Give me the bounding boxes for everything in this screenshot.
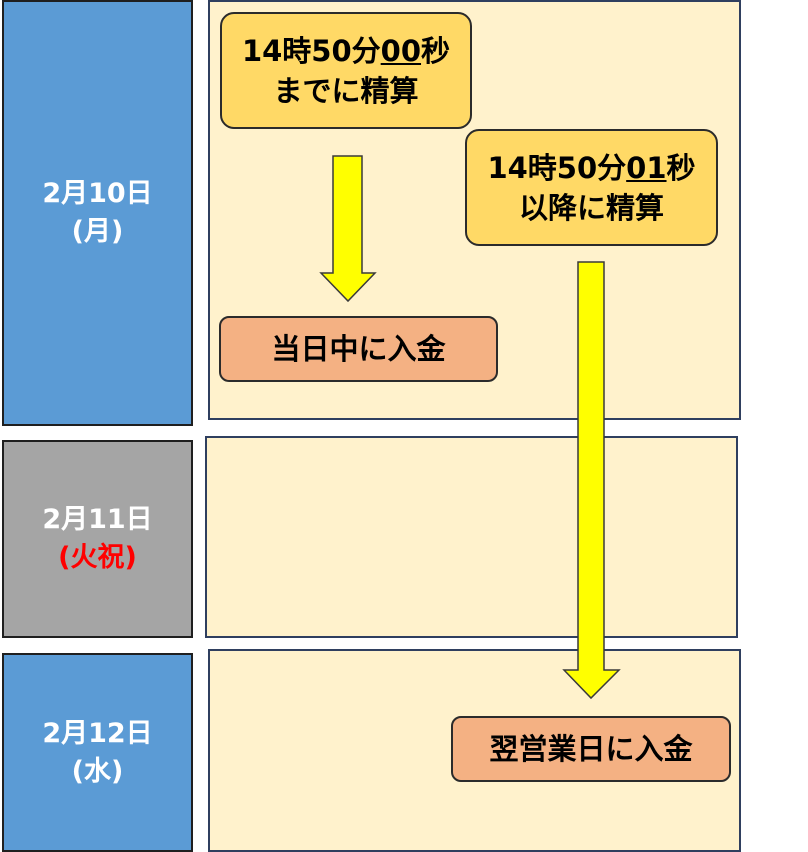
arrow-shape — [562, 261, 621, 700]
cutoff-seconds: 01 — [626, 150, 667, 185]
condition-before-cutoff: 14時50分00秒 までに精算 — [220, 12, 472, 129]
date-box-feb-12: 2月12日 (水) — [2, 653, 193, 852]
weekday-label: (月) — [71, 216, 124, 247]
condition-action: 以降に精算 — [518, 190, 664, 225]
date-box-feb-11: 2月11日 (火祝) — [2, 440, 193, 638]
date-label: 2月10日 — [42, 178, 153, 209]
arrow-down-long — [562, 261, 621, 700]
cutoff-time: 14時50分00秒 — [241, 33, 451, 68]
cutoff-seconds: 00 — [380, 33, 422, 68]
result-label: 当日中に入金 — [271, 332, 446, 366]
weekday-label-holiday: (火祝) — [58, 542, 137, 573]
arrow-down-short — [319, 155, 377, 303]
condition-after-cutoff: 14時50分01秒 以降に精算 — [465, 129, 718, 246]
result-same-day: 当日中に入金 — [219, 316, 498, 382]
result-label: 翌営業日に入金 — [489, 732, 693, 766]
cutoff-time: 14時50分01秒 — [487, 150, 696, 185]
date-label: 2月11日 — [42, 504, 153, 535]
weekday-label: (水) — [71, 755, 124, 787]
arrow-shape — [319, 155, 377, 303]
day-panel-feb-11 — [205, 436, 738, 638]
date-label: 2月12日 — [42, 717, 153, 749]
condition-action: までに精算 — [273, 73, 419, 108]
date-box-feb-10: 2月10日 (月) — [2, 0, 193, 426]
result-next-business-day: 翌営業日に入金 — [451, 716, 731, 782]
